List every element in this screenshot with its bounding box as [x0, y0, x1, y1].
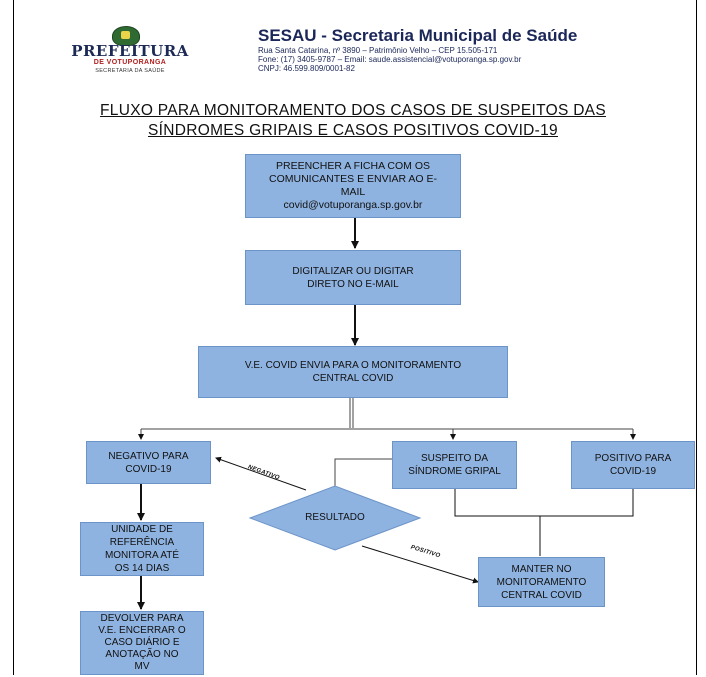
- org-contact: Fone: (17) 3405-9787 – Email: saude.assi…: [258, 55, 522, 64]
- box-text: COVID-19: [609, 466, 657, 477]
- box-text: OS 14 DIAS: [114, 563, 170, 574]
- box-suspeito: SUSPEITO DA SÍNDROME GRIPAL: [392, 441, 517, 489]
- prefeitura-logo: PREFEITURA DE VOTUPORANGA SECRETARIA DA …: [70, 26, 190, 74]
- page-frame: [13, 0, 697, 675]
- box-text: MONITORAMENTO: [496, 576, 587, 588]
- logo-sub-text: DE VOTUPORANGA: [93, 59, 167, 66]
- box-positivo: POSITIVO PARA COVID-19: [571, 441, 695, 489]
- box-text: CENTRAL COVID: [312, 373, 394, 384]
- box-text: DEVOLVER PARA: [100, 613, 184, 624]
- org-cnpj: CNPJ: 46.599.809/0001-82: [258, 64, 355, 73]
- box-text: MONITORA ATÉ: [104, 550, 180, 561]
- box-text: SÍNDROME GRIPAL: [408, 466, 501, 477]
- logo-secretaria-text: SECRETARIA DA SAÚDE: [95, 68, 165, 74]
- box-text: CASO DIÁRIO E: [104, 637, 180, 648]
- box-preencher-ficha: PREENCHER A FICHA COM OS COMUNICANTES E …: [245, 154, 461, 218]
- document-title-line1: FLUXO PARA MONITORAMENTO DOS CASOS DE SU…: [100, 102, 606, 119]
- box-text: MAIL: [340, 186, 366, 198]
- box-text: PREENCHER A FICHA COM OS: [275, 160, 431, 172]
- box-text: MV: [134, 661, 150, 672]
- coat-of-arms-icon: [112, 26, 140, 46]
- logo-main-text: PREFEITURA: [71, 42, 189, 60]
- box-text: COVID-19: [125, 463, 172, 475]
- connector-branches: [138, 398, 636, 556]
- box-negativo: NEGATIVO PARA COVID-19: [86, 441, 211, 484]
- box-text: COMUNICANTES E ENVIAR AO E-: [268, 173, 438, 185]
- box-text: CENTRAL COVID: [501, 589, 582, 601]
- document-title-line2: SÍNDROMES GRIPAIS E CASOS POSITIVOS COVI…: [148, 122, 558, 139]
- box-text: NEGATIVO PARA: [108, 450, 189, 462]
- box-text: UNIDADE DE: [111, 524, 173, 535]
- box-text: DIGITALIZAR OU DIGITAR: [292, 265, 414, 277]
- box-ve-covid: V.E. COVID ENVIA PARA O MONITORAMENTO CE…: [198, 346, 508, 398]
- box-text: DIRETO NO E-MAIL: [307, 278, 399, 290]
- org-address: Rua Santa Catarina, nº 3890 – Patrimônio…: [258, 46, 498, 55]
- box-text: POSITIVO PARA: [594, 453, 672, 464]
- box-manter-monitoramento: MANTER NO MONITORAMENTO CENTRAL COVID: [478, 557, 605, 607]
- box-text: REFERÊNCIA: [109, 537, 175, 548]
- box-unidade-referencia: UNIDADE DE REFERÊNCIA MONITORA ATÉ OS 14…: [80, 522, 204, 576]
- email-text: covid@votuporanga.sp.gov.br: [283, 199, 423, 211]
- resultado-diamond: [248, 485, 422, 551]
- box-text: V.E. ENCERRAR O: [98, 625, 186, 636]
- box-devolver-ve: DEVOLVER PARA V.E. ENCERRAR O CASO DIÁRI…: [80, 611, 204, 675]
- org-title: SESAU - Secretaria Municipal de Saúde: [258, 26, 578, 45]
- box-text: SUSPEITO DA: [420, 453, 489, 464]
- resultado-label: RESULTADO: [305, 512, 365, 523]
- box-text: MANTER NO: [511, 563, 572, 575]
- box-text: V.E. COVID ENVIA PARA O MONITORAMENTO: [244, 360, 462, 371]
- box-digitalizar: DIGITALIZAR OU DIGITAR DIRETO NO E-MAIL: [245, 250, 461, 305]
- connector-result-edges: [215, 456, 479, 584]
- box-text: ANOTAÇÃO NO: [105, 649, 179, 660]
